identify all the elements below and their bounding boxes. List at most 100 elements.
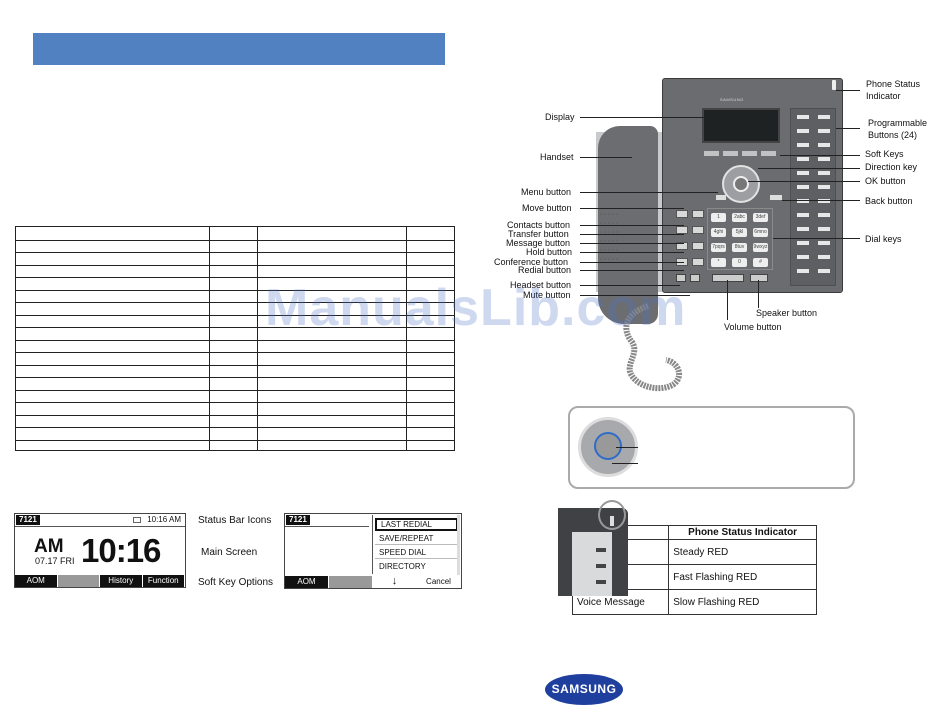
- down-arrow-icon[interactable]: ↓: [373, 576, 417, 588]
- label-phone-status-1: Phone Status: [866, 79, 921, 89]
- programmable-button[interactable]: [797, 255, 809, 259]
- programmable-button[interactable]: [797, 143, 809, 147]
- label-menu-button: Menu button: [521, 187, 572, 197]
- extension-number: 7121: [16, 515, 40, 525]
- programmable-button[interactable]: [797, 241, 809, 245]
- ok-button-closeup: [594, 432, 622, 460]
- table-row-divider: [16, 302, 454, 303]
- back-button[interactable]: [770, 195, 782, 200]
- lcd-menu-screen: 7121 LAST REDIAL SAVE/REPEAT SPEED DIAL …: [284, 513, 462, 589]
- phone-display: [702, 108, 780, 143]
- table-row-divider: [16, 352, 454, 353]
- programmable-button[interactable]: [818, 255, 830, 259]
- soft-key[interactable]: [742, 151, 757, 156]
- programmable-button[interactable]: [797, 199, 809, 203]
- function-key[interactable]: [676, 242, 688, 250]
- softkey-history[interactable]: History: [100, 575, 143, 587]
- programmable-button[interactable]: [818, 143, 830, 147]
- callout-line: [836, 90, 860, 91]
- programmable-button[interactable]: [797, 129, 809, 133]
- label-back-button: Back button: [865, 196, 913, 206]
- softkey-aom[interactable]: AOM: [15, 575, 58, 587]
- menu-scrollbar[interactable]: [457, 515, 460, 575]
- callout-line: [580, 208, 684, 209]
- ok-button[interactable]: [733, 176, 749, 192]
- programmable-button[interactable]: [818, 129, 830, 133]
- headset-button[interactable]: [676, 274, 686, 282]
- soft-key[interactable]: [761, 151, 776, 156]
- soft-key[interactable]: [723, 151, 738, 156]
- programmable-button[interactable]: [797, 213, 809, 217]
- programmable-button[interactable]: [818, 115, 830, 119]
- softkey-blank[interactable]: [57, 575, 100, 587]
- dial-keys-area: 1 2abc 3def 4ghi 5jkl 6mno 7pqrs 8tuv 9wxyz * 0 #: [707, 208, 773, 270]
- dial-key[interactable]: 6mno: [753, 228, 768, 237]
- soft-key[interactable]: [704, 151, 719, 156]
- programmable-button[interactable]: [797, 227, 809, 231]
- status-bar-time: 10:16 AM: [147, 515, 181, 524]
- softkey-cancel[interactable]: Cancel: [417, 576, 461, 588]
- programmable-button[interactable]: [818, 227, 830, 231]
- table-row-divider: [16, 389, 454, 391]
- dial-key[interactable]: *: [711, 258, 726, 267]
- label-message-button: Message button: [506, 238, 571, 248]
- programmable-button[interactable]: [818, 199, 830, 203]
- dial-key[interactable]: 8tuv: [732, 243, 747, 252]
- programmable-button[interactable]: [797, 157, 809, 161]
- table-row-divider: [16, 289, 454, 291]
- menu-item-directory[interactable]: DIRECTORY: [379, 562, 426, 571]
- dial-key[interactable]: #: [753, 258, 768, 267]
- label-display: Display: [545, 112, 575, 122]
- programmable-button[interactable]: [818, 269, 830, 273]
- function-key[interactable]: [692, 258, 704, 266]
- dial-key[interactable]: 9wxyz: [753, 243, 768, 252]
- callout-line: [580, 225, 684, 226]
- programmable-button[interactable]: [818, 213, 830, 217]
- function-key[interactable]: [676, 210, 688, 218]
- programmable-button[interactable]: [797, 171, 809, 175]
- softkey-function[interactable]: Function: [142, 575, 185, 587]
- volume-button[interactable]: [712, 274, 744, 282]
- table-row-divider: [16, 414, 454, 416]
- mute-button[interactable]: [690, 274, 700, 282]
- function-key[interactable]: [692, 210, 704, 218]
- dial-key[interactable]: 7pqrs: [711, 243, 726, 252]
- programmable-button[interactable]: [818, 171, 830, 175]
- menu-item-save-repeat[interactable]: SAVE/REPEAT: [375, 532, 458, 545]
- function-key[interactable]: [692, 226, 704, 234]
- callout-line: [836, 128, 860, 129]
- date-text: 07.17 FRI: [35, 556, 75, 566]
- menu-item-speed-dial[interactable]: SPEED DIAL: [375, 546, 458, 559]
- dial-key[interactable]: 2abc: [732, 213, 747, 222]
- menu-button[interactable]: [716, 195, 726, 200]
- soft-keys-strip: [704, 150, 780, 158]
- menu-item-last-redial[interactable]: LAST REDIAL: [375, 518, 458, 531]
- programmable-button[interactable]: [797, 269, 809, 273]
- label-phone-status-2: Indicator: [866, 91, 901, 101]
- programmable-button[interactable]: [797, 115, 809, 119]
- callout-line: [782, 200, 860, 201]
- dial-key[interactable]: 0: [732, 258, 747, 267]
- status-bar-divider: [285, 526, 369, 527]
- led-highlight-ring: [598, 500, 626, 530]
- dial-key[interactable]: 3def: [753, 213, 768, 222]
- samsung-logo: SAMSUNG: [545, 674, 623, 705]
- panel-label-line: [600, 231, 618, 233]
- softkey-aom[interactable]: AOM: [285, 576, 329, 588]
- panel-label-line: [600, 240, 618, 242]
- programmable-button[interactable]: [797, 185, 809, 189]
- label-soft-keys: Soft Keys: [865, 149, 904, 159]
- function-key[interactable]: [676, 226, 688, 234]
- speaker-button[interactable]: [750, 274, 768, 282]
- function-key[interactable]: [692, 242, 704, 250]
- table-row-divider: [16, 314, 454, 316]
- dial-key[interactable]: 5jkl: [732, 228, 747, 237]
- programmable-button[interactable]: [818, 241, 830, 245]
- programmable-button[interactable]: [818, 185, 830, 189]
- dial-key[interactable]: 1: [711, 213, 726, 222]
- softkey-blank[interactable]: [329, 576, 373, 588]
- programmable-button[interactable]: [818, 157, 830, 161]
- empty-table: [15, 226, 455, 451]
- label-handset: Handset: [540, 152, 574, 162]
- dial-key[interactable]: 4ghi: [711, 228, 726, 237]
